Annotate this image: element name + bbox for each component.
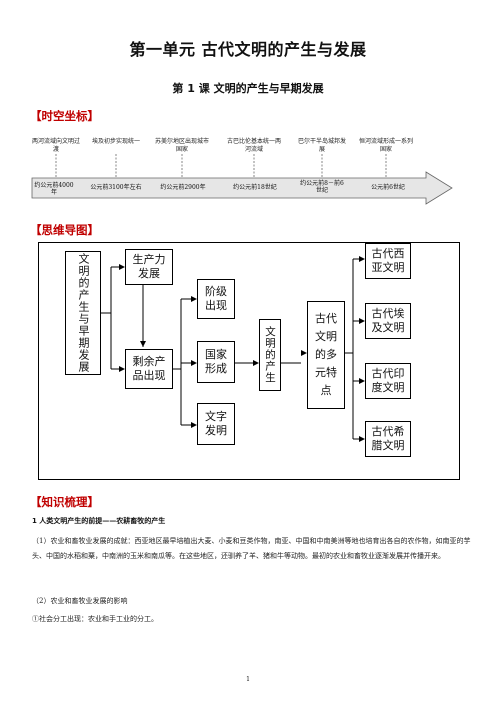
timeline-date-2: 公元前3100年左右 <box>90 184 142 191</box>
mindmap: 文明的产生与早期发展 生产力发展 剩余产品出现 阶级出现 国家形成 文字发明 文… <box>38 242 460 480</box>
knowledge-heading-1: 1 人类文明产生的前提——农耕畜牧的产生 <box>32 517 166 525</box>
timeline-event-1: 两河流域向文明过渡 <box>31 138 80 153</box>
mindmap-origin-box: 文明的产生 <box>259 319 281 391</box>
timeline-date-6: 公元前6世纪 <box>371 184 405 191</box>
timeline-date-3: 约公元前2900年 <box>160 184 206 191</box>
timeline-date-4: 约公元前18世纪 <box>233 184 277 191</box>
timeline-event-2: 埃及初步实现统一 <box>92 138 141 145</box>
mindmap-egypt-box: 古代埃及文明 <box>365 303 411 339</box>
mindmap-india-box: 古代印度文明 <box>365 363 411 399</box>
knowledge-paragraph-2: （2）农业和畜牧业发展的影响 <box>32 597 128 605</box>
section-mindmap: 【思维导图】 <box>30 223 99 237</box>
knowledge-paragraph-3: ①社会分工出现：农业和手工业的分工。 <box>32 615 158 623</box>
knowledge-paragraph-1: （1）农业和畜牧业发展的成就：西亚地区最早培植出大麦、小麦和豆类作物，南亚、中国… <box>32 537 471 560</box>
section-timeline: 【时空坐标】 <box>30 109 99 123</box>
timeline-event-3: 苏美尔地区出现城市国家 <box>154 138 209 153</box>
timeline-event-4: 古巴比伦基本统一两河流域 <box>226 138 281 153</box>
mindmap-connectors <box>101 256 365 442</box>
mindmap-state-box: 国家形成 <box>197 341 235 383</box>
timeline-arrow <box>31 154 453 205</box>
section-knowledge: 【知识梳理】 <box>30 495 99 509</box>
page-number: 1 <box>246 676 250 683</box>
lesson-title: 第 1 课 文明的产生与早期发展 <box>172 82 324 95</box>
mindmap-features-box: 古代文明的多元特点 <box>307 301 345 409</box>
unit-title: 第一单元 古代文明的产生与发展 <box>129 40 367 59</box>
mindmap-classes-box: 阶级出现 <box>197 279 235 319</box>
timeline-date-1: 约公元前4000年 <box>34 182 74 196</box>
mindmap-writing-box: 文字发明 <box>197 403 235 445</box>
mindmap-west-asia-box: 古代西亚文明 <box>365 243 411 279</box>
mindmap-productivity-box: 生产力发展 <box>125 249 173 285</box>
mindmap-greece-box: 古代希腊文明 <box>365 421 411 457</box>
timeline-event-6: 恒河流域形成一系列国家 <box>358 138 413 153</box>
mindmap-surplus-box: 剩余产品出现 <box>125 349 173 389</box>
mindmap-root-box: 文明的产生与早期发展 <box>65 251 101 375</box>
timeline-event-5: 巴尔干半岛城邦发展 <box>297 138 346 153</box>
timeline-date-5: 约公元前8－前6世纪 <box>300 180 344 194</box>
timeline: 两河流域向文明过渡 埃及初步实现统一 苏美尔地区出现城市国家 古巴比伦基本统一两… <box>30 126 470 216</box>
